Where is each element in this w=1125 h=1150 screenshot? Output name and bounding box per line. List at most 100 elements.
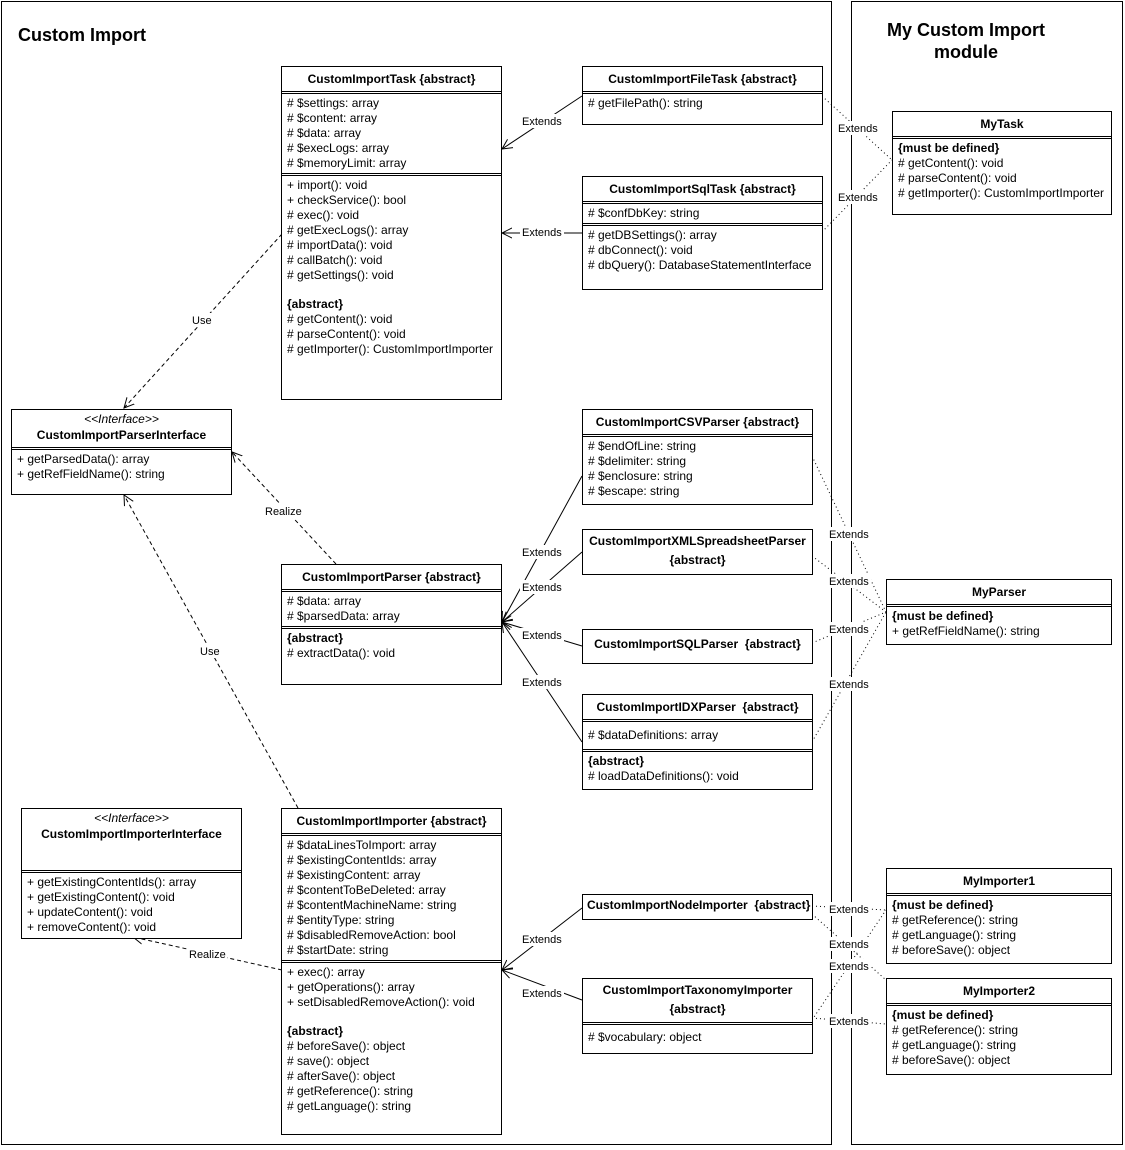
must-be-defined-label: {must be defined} <box>892 609 994 623</box>
abstract-label: {abstract} <box>588 754 645 768</box>
member: + updateContent(): void <box>27 905 153 919</box>
member: # $dataDefinitions: array <box>588 728 719 742</box>
class-name: CustomImportIDXParser {abstract} <box>596 700 799 714</box>
methods: # getDBSettings(): array# dbConnect(): v… <box>583 223 822 275</box>
class-custom-import-idx-parser[interactable]: CustomImportIDXParser {abstract} # $data… <box>582 694 813 790</box>
class-custom-import-xml-spreadsheet-parser[interactable]: CustomImportXMLSpreadsheetParser {abstra… <box>582 529 813 575</box>
member: # parseContent(): void <box>898 171 1017 185</box>
member: # $data: array <box>287 594 362 608</box>
methods: {must be defined} # getContent(): void# … <box>893 136 1111 203</box>
class-name: CustomImportXMLSpreadsheetParser <box>589 534 806 548</box>
member: # callBatch(): void <box>287 253 383 267</box>
class-name: CustomImportImporter {abstract} <box>296 814 487 828</box>
member: # $settings: array <box>287 96 380 110</box>
member: # $data: array <box>287 126 362 140</box>
member: # getImporter(): CustomImportImporter <box>898 186 1105 200</box>
class-custom-import-file-task[interactable]: CustomImportFileTask {abstract} # getFil… <box>582 66 823 125</box>
class-name: CustomImportSQLParser {abstract} <box>594 637 801 651</box>
class-my-importer2[interactable]: MyImporter2 {must be defined} # getRefer… <box>886 978 1112 1075</box>
attributes: # $endOfLine: string# $delimiter: string… <box>583 434 812 501</box>
member: # exec(): void <box>287 208 360 222</box>
member: # parseContent(): void <box>287 327 406 341</box>
member: # $parsedData: array <box>287 609 400 623</box>
member: # getLanguage(): string <box>892 1038 1017 1052</box>
member: + getOperations(): array <box>287 980 415 994</box>
class-custom-import-node-importer[interactable]: CustomImportNodeImporter {abstract} <box>582 894 813 920</box>
member: # getContent(): void <box>287 312 393 326</box>
member: + checkService(): bool <box>287 193 407 207</box>
member: + getExistingContent(): void <box>27 890 175 904</box>
class-name: CustomImportFileTask {abstract} <box>608 72 797 86</box>
methods: {must be defined} # getReference(): stri… <box>887 893 1111 960</box>
member: # getLanguage(): string <box>892 928 1017 942</box>
class-my-importer1[interactable]: MyImporter1 {must be defined} # getRefer… <box>886 868 1112 964</box>
class-custom-import-sql-task[interactable]: CustomImportSqlTask {abstract} # $confDb… <box>582 176 823 290</box>
member: # getLanguage(): string <box>287 1099 412 1113</box>
member: # loadDataDefinitions(): void <box>588 769 739 783</box>
member: # getReference(): string <box>892 913 1019 927</box>
member: # $execLogs: array <box>287 141 390 155</box>
member: # getContent(): void <box>898 156 1004 170</box>
member: + exec(): array <box>287 965 365 979</box>
stereotype: <<Interface>> <box>84 412 159 426</box>
methods: + exec(): array+ getOperations(): array+… <box>282 960 501 1116</box>
class-name: CustomImportTaxonomyImporter <box>602 983 793 997</box>
member: + getExistingContentIds(): array <box>27 875 197 889</box>
class-name: CustomImportCSVParser {abstract} <box>595 415 800 429</box>
member: # getDBSettings(): array <box>588 228 717 242</box>
class-name: MyImporter1 <box>962 874 1036 888</box>
must-be-defined-label: {must be defined} <box>892 1008 994 1022</box>
abstract-label: {abstract} <box>287 297 344 311</box>
methods: + getExistingContentIds(): array+ getExi… <box>22 870 241 937</box>
class-name: CustomImportImporterInterface <box>41 827 222 841</box>
member: # beforeSave(): object <box>287 1039 406 1053</box>
class-abstract-tag: {abstract} <box>669 553 726 567</box>
member: # save(): object <box>287 1054 370 1068</box>
class-custom-import-task[interactable]: CustomImportTask {abstract} # $settings:… <box>281 66 502 400</box>
member: # getReference(): string <box>287 1084 414 1098</box>
class-custom-import-parser-interface[interactable]: <<Interface>> CustomImportParserInterfac… <box>11 409 232 495</box>
class-name: CustomImportSqlTask {abstract} <box>609 182 796 196</box>
class-custom-import-importer[interactable]: CustomImportImporter {abstract} # $dataL… <box>281 808 502 1135</box>
member: # $enclosure: string <box>588 469 693 483</box>
member: # beforeSave(): object <box>892 943 1011 957</box>
custom-import-title: Custom Import <box>18 25 146 45</box>
class-custom-import-parser[interactable]: CustomImportParser {abstract} # $data: a… <box>281 564 502 685</box>
member: # extractData(): void <box>287 646 396 660</box>
attributes: # $dataLinesToImport: array# $existingCo… <box>282 833 501 960</box>
attributes: # $data: array# $parsedData: array <box>282 589 501 626</box>
attributes: # $settings: array# $content: array# $da… <box>282 91 501 173</box>
class-my-task[interactable]: MyTask {must be defined} # getContent():… <box>892 111 1112 215</box>
attributes: # $confDbKey: string <box>583 201 822 223</box>
member: # $existingContentIds: array <box>287 853 437 867</box>
member: # getExecLogs(): array <box>287 223 409 237</box>
class-name: CustomImportTask {abstract} <box>307 72 476 86</box>
member: + import(): void <box>287 178 368 192</box>
class-custom-import-csv-parser[interactable]: CustomImportCSVParser {abstract} # $endO… <box>582 409 813 505</box>
class-custom-import-taxonomy-importer[interactable]: CustomImportTaxonomyImporter {abstract} … <box>582 978 813 1054</box>
member: # $escape: string <box>588 484 680 498</box>
must-be-defined-label: {must be defined} <box>898 141 1000 155</box>
member: # $delimiter: string <box>588 454 687 468</box>
abstract-label: {abstract} <box>287 1024 344 1038</box>
class-custom-import-sql-parser[interactable]: CustomImportSQLParser {abstract} <box>582 629 813 664</box>
member: # $startDate: string <box>287 943 389 957</box>
class-name: MyParser <box>971 585 1027 599</box>
methods: # getFilePath(): string <box>583 91 822 113</box>
my-custom-import-module-title: My Custom Import module <box>886 20 1045 62</box>
abstract-label: {abstract} <box>287 631 344 645</box>
methods: + import(): void+ checkService(): bool# … <box>282 173 501 359</box>
member: # importData(): void <box>287 238 393 252</box>
member: + getParsedData(): array <box>17 452 150 466</box>
member: # afterSave(): object <box>287 1069 396 1083</box>
methods: + getParsedData(): array+ getRefFieldNam… <box>12 447 231 484</box>
class-my-parser[interactable]: MyParser {must be defined} + getRefField… <box>886 579 1112 645</box>
methods: {abstract} # loadDataDefinitions(): void <box>583 749 812 786</box>
member: # $confDbKey: string <box>588 206 700 220</box>
member: # getReference(): string <box>892 1023 1019 1037</box>
member: # $contentMachineName: string <box>287 898 457 912</box>
stereotype: <<Interface>> <box>94 811 169 825</box>
member: # $dataLinesToImport: array <box>287 838 437 852</box>
class-custom-import-importer-interface[interactable]: <<Interface>> CustomImportImporterInterf… <box>21 808 242 939</box>
member: # dbConnect(): void <box>588 243 693 257</box>
